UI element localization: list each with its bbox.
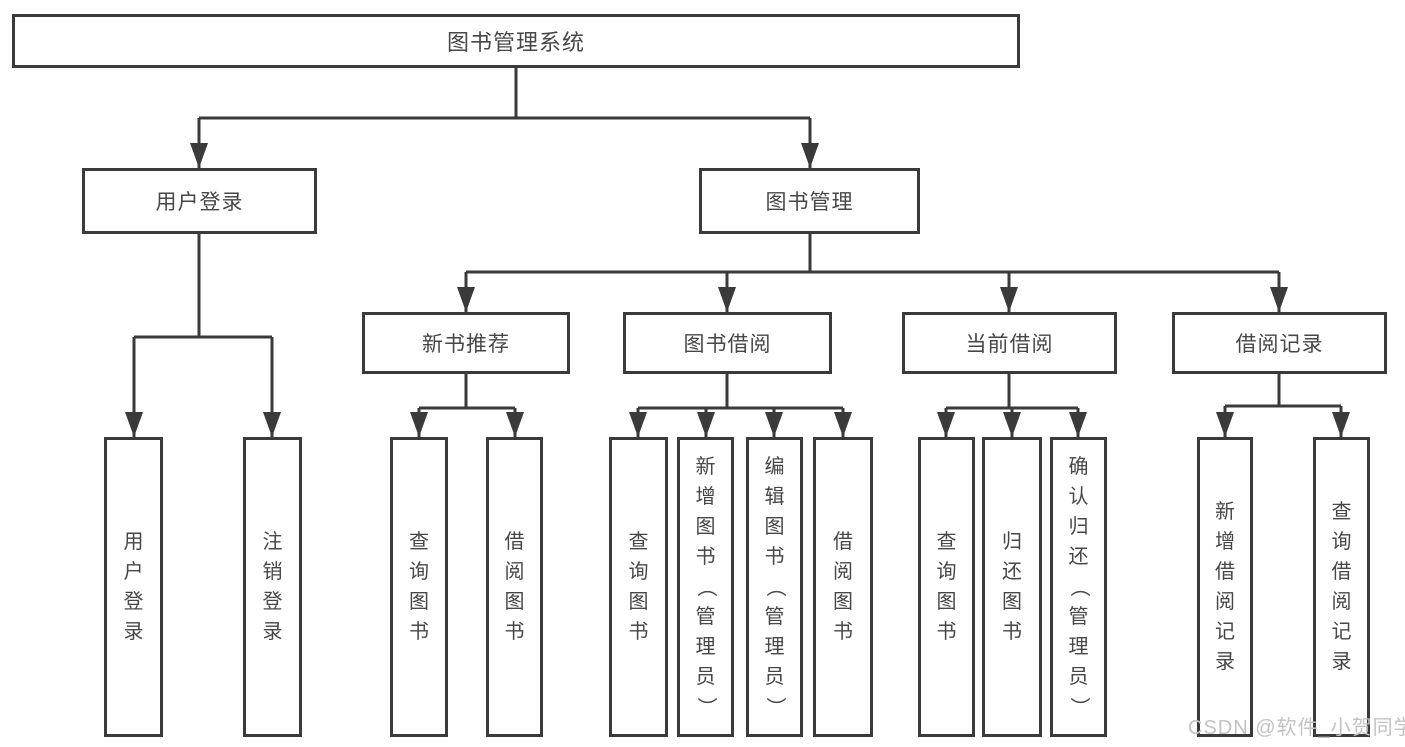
node-book-management: 图书管理 (699, 168, 920, 234)
leaf-edit-books-admin: 编辑图书（管理员） (746, 437, 803, 737)
leaf-borrow-books-recommend: 借阅图书 (486, 437, 543, 737)
leaf-label: 新增借阅记录 (1215, 501, 1235, 673)
leaf-add-books-admin: 新增图书（管理员） (677, 437, 734, 737)
leaf-add-borrow-record: 新增借阅记录 (1197, 437, 1253, 737)
leaf-label: 查询图书 (936, 531, 957, 643)
leaf-query-books-recommend: 查询图书 (390, 437, 448, 737)
leaf-query-borrow-record: 查询借阅记录 (1313, 437, 1370, 737)
leaf-label: 确认归还（管理员） (1067, 456, 1090, 717)
node-library-management-system: 图书管理系统 (12, 14, 1020, 68)
leaf-label: 查询图书 (628, 531, 649, 643)
leaf-user-login: 用户登录 (104, 437, 163, 737)
leaf-return-books: 归还图书 (982, 437, 1042, 737)
node-current-borrowing: 当前借阅 (902, 312, 1117, 374)
leaf-label: 用户登录 (123, 531, 144, 643)
node-book-borrowing: 图书借阅 (623, 312, 832, 374)
leaf-query-books-borrow: 查询图书 (609, 437, 668, 737)
leaf-borrow-books: 借阅图书 (813, 437, 873, 737)
node-user-login: 用户登录 (82, 168, 317, 234)
node-new-book-recommendation: 新书推荐 (362, 312, 570, 374)
leaf-query-books-current: 查询图书 (918, 437, 975, 737)
leaf-label: 查询图书 (409, 531, 429, 643)
node-borrowing-records: 借阅记录 (1172, 312, 1387, 374)
leaf-label: 归还图书 (1002, 531, 1022, 643)
leaf-label: 注销登录 (262, 531, 283, 643)
leaf-label: 借阅图书 (833, 531, 853, 643)
leaf-confirm-return-admin: 确认归还（管理员） (1050, 437, 1107, 737)
leaf-label: 查询借阅记录 (1331, 501, 1352, 673)
leaf-label: 借阅图书 (504, 531, 525, 643)
leaf-logout: 注销登录 (243, 437, 302, 737)
leaf-label: 新增图书（管理员） (694, 456, 717, 717)
leaf-label: 编辑图书（管理员） (763, 456, 786, 717)
